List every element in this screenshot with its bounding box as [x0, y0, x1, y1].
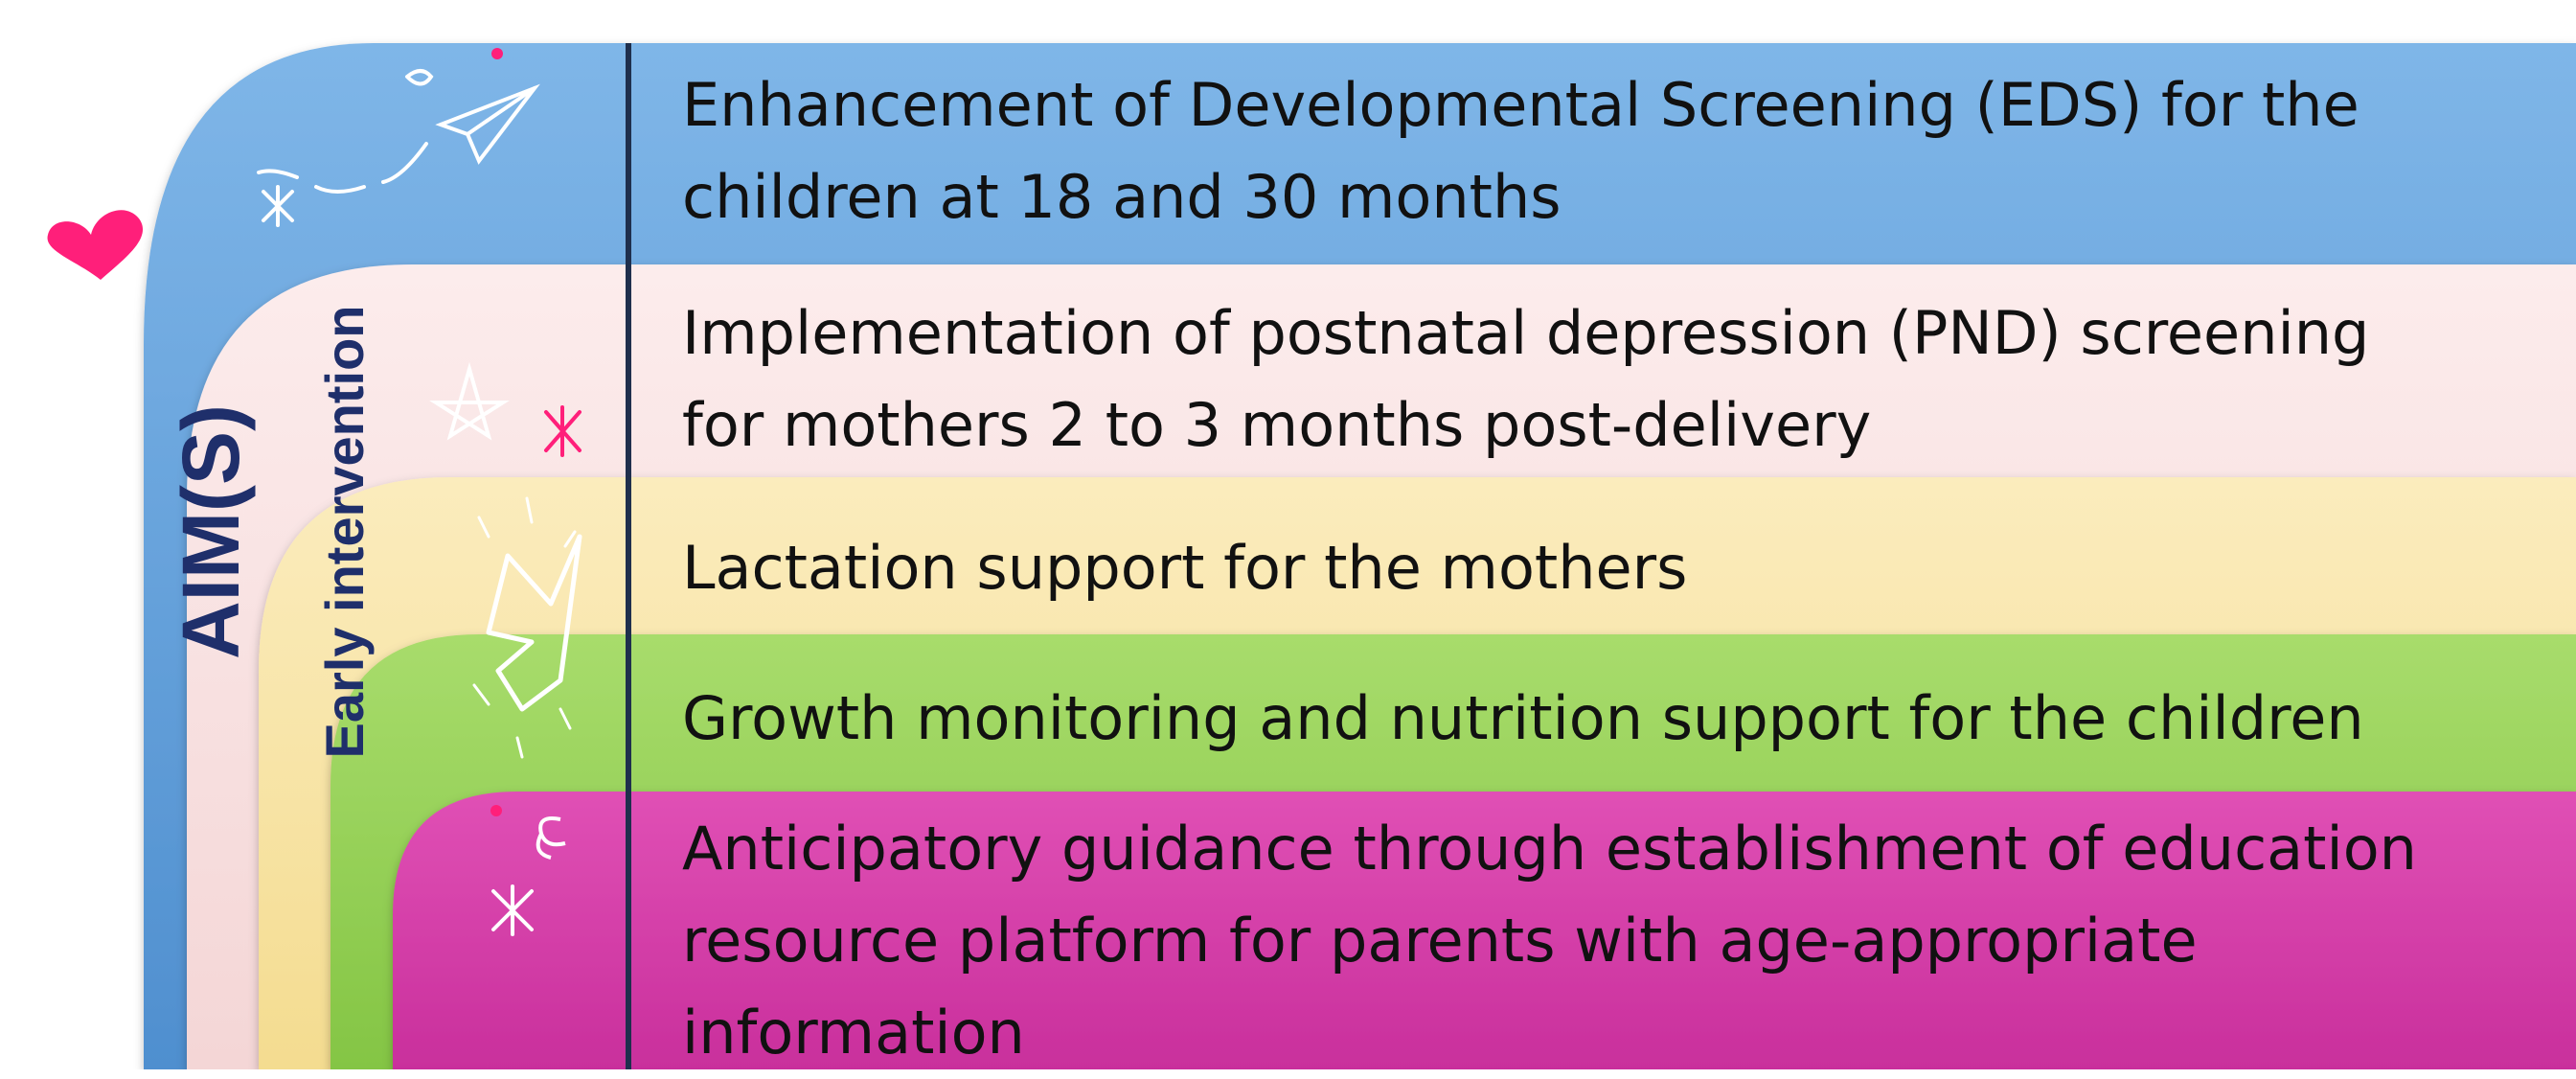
item-growth-line1: Growth monitoring and nutrition support …	[682, 683, 2364, 753]
item-pnd-line2: for mothers 2 to 3 months post-delivery	[682, 390, 1872, 460]
item-guidance: Anticipatory guidance through establishm…	[682, 803, 2560, 1079]
paper-plane-icon	[257, 69, 540, 194]
item-eds-line2: children at 18 and 30 months	[682, 162, 1562, 232]
dot-icon	[490, 805, 502, 816]
star-outline-icon	[429, 361, 510, 441]
item-eds-line1: Enhancement of Developmental Screening (…	[682, 70, 2359, 140]
star-icon	[544, 405, 581, 457]
item-guidance-line3: information	[682, 998, 1025, 1068]
star-icon	[262, 185, 294, 227]
sparkle-icon	[472, 496, 577, 759]
curl-icon	[536, 816, 566, 860]
item-eds: Enhancement of Developmental Screening (…	[682, 59, 2560, 243]
heart-icon	[47, 210, 144, 280]
item-guidance-line2: resource platform for parents with age-a…	[682, 906, 2198, 976]
dot-icon	[491, 48, 503, 59]
item-pnd-line1: Implementation of postnatal depression (…	[682, 298, 2370, 368]
item-pnd: Implementation of postnatal depression (…	[682, 287, 2560, 471]
early-intervention-label: Early intervention	[314, 305, 375, 759]
aims-label: AIM(S)	[166, 404, 256, 659]
item-growth: Growth monitoring and nutrition support …	[682, 673, 2560, 765]
crown-icon	[486, 534, 582, 712]
band-magenta	[393, 792, 2576, 1069]
item-guidance-line1: Anticipatory guidance through establishm…	[682, 814, 2417, 884]
star-icon	[491, 884, 534, 936]
item-lactation: Lactation support for the mothers	[682, 522, 2560, 614]
item-lactation-line1: Lactation support for the mothers	[682, 533, 1688, 603]
